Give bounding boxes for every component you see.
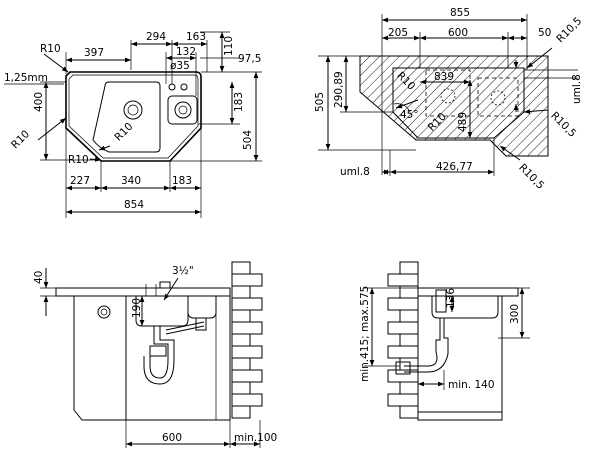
main-bowl-drain	[123, 100, 143, 120]
dim-854: 854	[124, 199, 144, 211]
dim-132: 132	[176, 46, 196, 58]
dim-min-140: min. 140	[448, 379, 495, 391]
small-bowl	[167, 95, 198, 125]
front-elevation-view: 40 190 3½"	[33, 261, 277, 448]
dim-290-89: 290,89	[333, 71, 345, 108]
tap-hole	[180, 83, 188, 91]
radius-bottom: R10	[68, 154, 89, 166]
dim-300: 300	[509, 304, 521, 324]
dim-1-25mm: 1,25mm	[4, 72, 48, 84]
dim-min-415-max-575: min.415; max.575	[359, 286, 371, 382]
appliance-knob	[97, 305, 111, 319]
siphon-pipe	[149, 326, 169, 379]
dim-97-5: 97,5	[238, 53, 261, 65]
dim-phi35: ø35	[170, 60, 190, 72]
dim-397: 397	[84, 47, 104, 59]
dim-205: 205	[388, 27, 408, 39]
countertop-cutout-view: 855 205 600 50 R10,5 505 290,89 R10 839 …	[314, 7, 584, 192]
dim-400: 400	[33, 92, 45, 112]
countertop-side	[417, 287, 519, 297]
dim-40: 40	[33, 271, 45, 284]
countertop-front	[55, 287, 231, 297]
dim-3-half-inch: 3½"	[172, 265, 194, 277]
left-cabinet	[73, 296, 127, 421]
radius-left: R10	[9, 128, 32, 151]
dim-136: 136	[445, 288, 457, 308]
radius-10-5-top: R10,5	[554, 15, 584, 45]
siphon-side	[404, 318, 441, 367]
dim-504: 504	[242, 130, 254, 150]
main-bowl	[92, 81, 161, 153]
dim-294: 294	[146, 31, 166, 43]
cabinet-front	[125, 295, 231, 421]
radius-middle: R10	[112, 121, 135, 144]
dim-110: 110	[223, 36, 235, 56]
wall-bricks-right	[387, 261, 419, 419]
wall-bricks-left	[231, 261, 263, 419]
sink-outline	[65, 71, 202, 162]
dim-839: 839	[434, 71, 454, 83]
dim-50: 50	[538, 27, 551, 39]
dim-600: 600	[448, 27, 468, 39]
angle-45: 45°	[400, 109, 419, 121]
dim-183-vertical: 183	[233, 92, 245, 112]
sink-bowl-side	[431, 296, 499, 319]
side-elevation-view: 136 min.415; max.575 300 min. 140	[359, 261, 530, 421]
cabinet-side	[417, 296, 503, 421]
sink-plan-view: 397 294 163 ø35 132 110 97,5 183 504 400…	[4, 31, 262, 218]
tap-hole	[168, 83, 176, 91]
dim-600-bottom: 600	[162, 432, 182, 444]
dim-489: 489	[457, 112, 469, 132]
uml-8-right: uml.8	[571, 74, 583, 104]
dim-426-77: 426,77	[436, 161, 473, 173]
radius-10-5-right: R10,5	[548, 110, 578, 140]
dim-163: 163	[186, 31, 206, 43]
sink-bowl-front	[135, 296, 189, 327]
dim-855: 855	[450, 7, 470, 19]
dim-183-horizontal: 183	[172, 175, 192, 187]
small-bowl-drain	[174, 101, 192, 119]
dim-190: 190	[131, 298, 143, 318]
dim-340: 340	[121, 175, 141, 187]
radius-top: R10	[40, 43, 61, 55]
dim-227: 227	[70, 175, 90, 187]
dim-min-100: min.100	[234, 432, 277, 444]
uml-8-bottom: uml.8	[340, 166, 370, 178]
countertop-section	[359, 55, 549, 157]
radius-10-5-bottom: R10,5	[516, 162, 546, 192]
dim-505: 505	[314, 92, 326, 112]
